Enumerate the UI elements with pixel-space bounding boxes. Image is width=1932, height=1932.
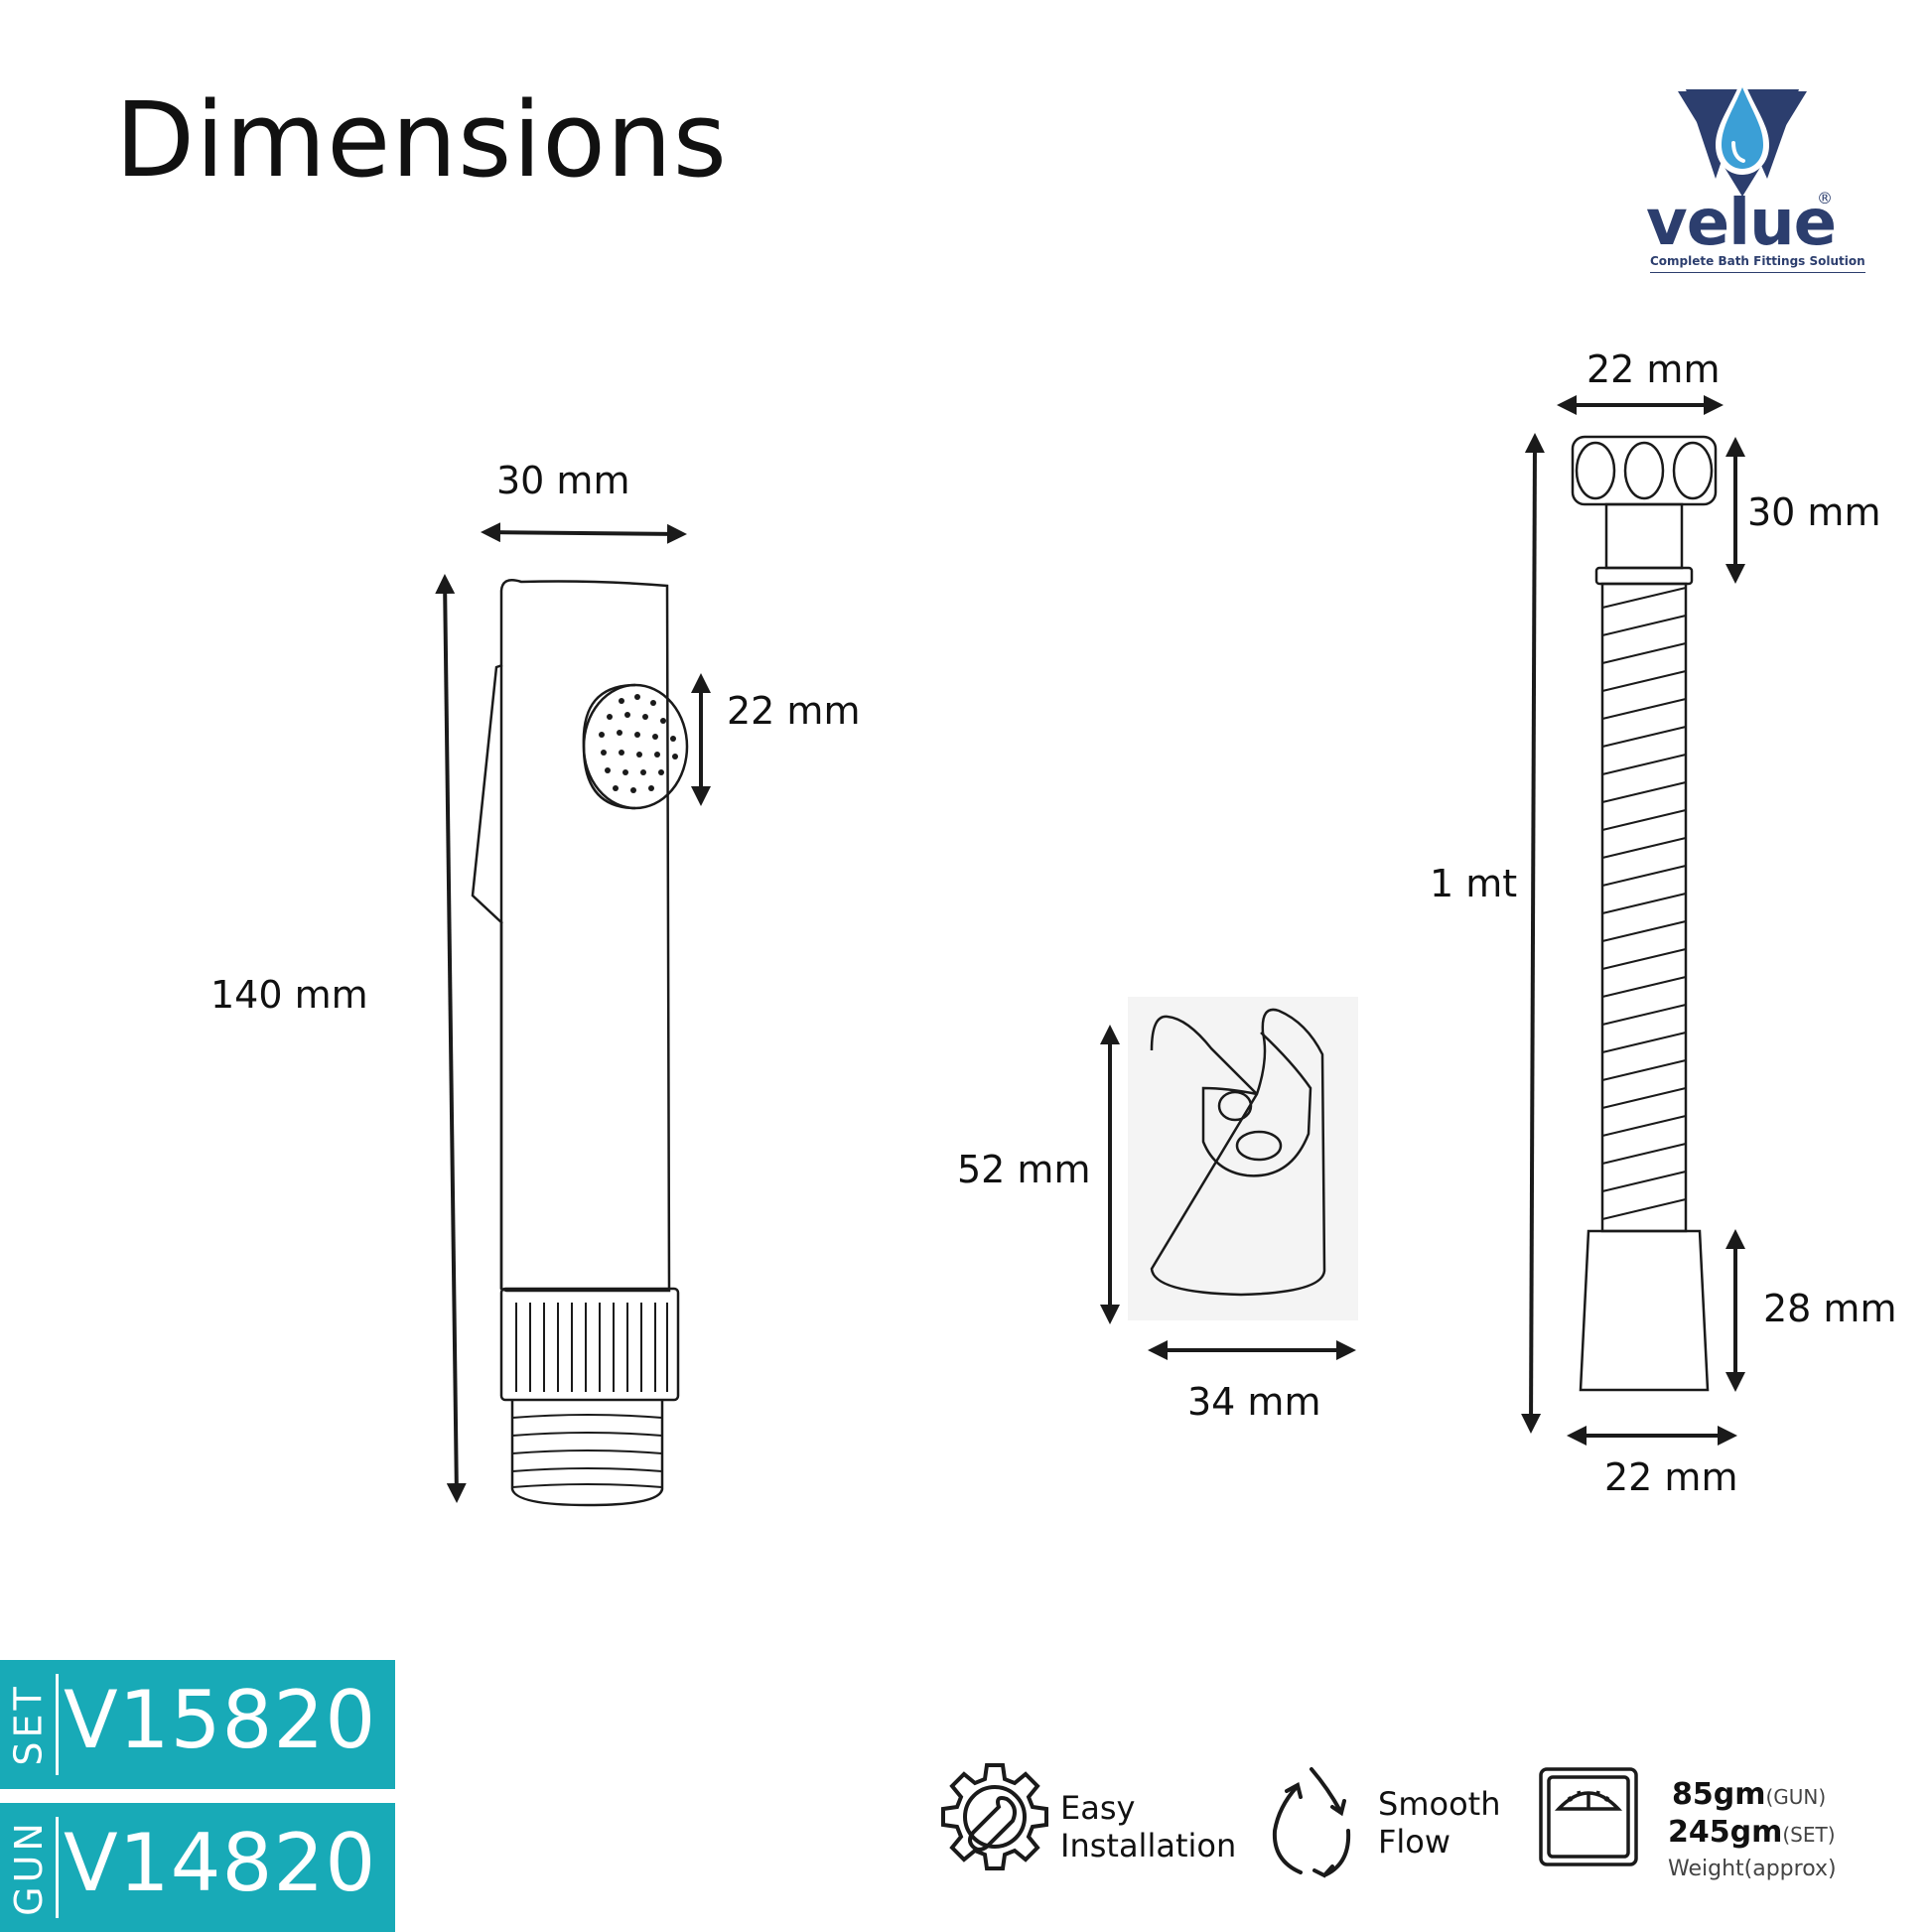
gun-code-value: V14820 bbox=[64, 1817, 377, 1909]
spray-gun-drawing bbox=[471, 579, 689, 1507]
gun-height-label: 140 mm bbox=[210, 973, 368, 1017]
gear-wrench-icon bbox=[941, 1763, 1048, 1870]
hose-top-height-label: 30 mm bbox=[1747, 490, 1881, 534]
set-code-bar: SET V15820 bbox=[0, 1660, 395, 1789]
hose-top-width-label: 22 mm bbox=[1587, 347, 1721, 391]
code-divider bbox=[56, 1674, 59, 1775]
set-code-label: SET bbox=[7, 1683, 51, 1766]
set-code-value: V15820 bbox=[64, 1674, 377, 1766]
holder-drawing bbox=[1128, 997, 1358, 1320]
registered-mark: ® bbox=[1817, 189, 1833, 207]
weight-note: Weight(approx) bbox=[1668, 1857, 1837, 1881]
brand-name: velue bbox=[1646, 187, 1837, 260]
gun-dimension-arrows bbox=[435, 522, 711, 1503]
weighing-scale-icon bbox=[1539, 1767, 1638, 1866]
brand-tagline: Complete Bath Fittings Solution bbox=[1650, 254, 1865, 273]
gun-button-label: 22 mm bbox=[727, 689, 861, 733]
gun-weight: 85gm(GUN) bbox=[1672, 1777, 1827, 1812]
hose-drawing bbox=[1571, 435, 1718, 1392]
page-title: Dimensions bbox=[115, 79, 728, 201]
code-divider bbox=[56, 1817, 59, 1918]
gun-width-label: 30 mm bbox=[496, 459, 630, 502]
holder-dimension-arrows bbox=[1100, 1025, 1356, 1360]
holder-width-label: 34 mm bbox=[1187, 1380, 1321, 1424]
set-weight: 245gm(SET) bbox=[1668, 1815, 1836, 1850]
hose-bottom-height-label: 28 mm bbox=[1763, 1287, 1897, 1330]
holder-height-label: 52 mm bbox=[957, 1148, 1091, 1191]
water-drop-cycle-icon bbox=[1272, 1767, 1351, 1878]
velue-logo bbox=[1678, 77, 1807, 197]
hose-bottom-width-label: 22 mm bbox=[1604, 1455, 1738, 1499]
hose-dimension-arrows bbox=[1521, 395, 1745, 1446]
gun-code-label: GUN bbox=[7, 1819, 51, 1916]
gun-code-bar: GUN V14820 bbox=[0, 1803, 395, 1932]
hose-length-label: 1 mt bbox=[1430, 862, 1518, 905]
